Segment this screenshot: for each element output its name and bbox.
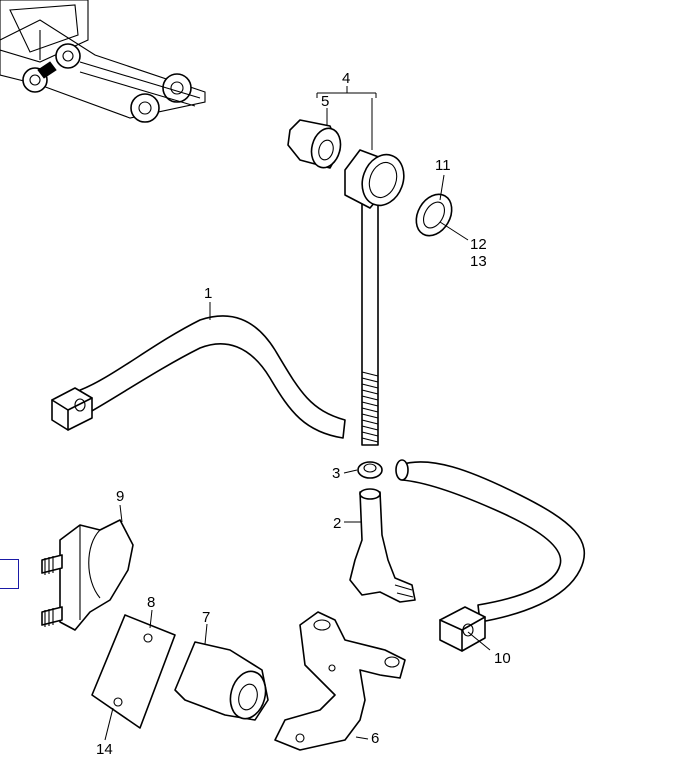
selection-box[interactable] (0, 559, 19, 589)
callout-14: 14 (96, 741, 113, 758)
callout-12: 12 (470, 236, 487, 253)
callout-8: 8 (147, 594, 156, 611)
link-rod (344, 149, 405, 446)
clamp-bracket (41, 519, 134, 631)
bushing-5 (287, 119, 342, 169)
ball-joint (349, 488, 416, 603)
plate (91, 614, 176, 729)
callout-13: 13 (470, 253, 487, 270)
truck-locator-thumbnail (0, 0, 206, 123)
callout-10: 10 (494, 650, 511, 667)
callout-2: 2 (333, 515, 342, 532)
callout-5: 5 (321, 93, 330, 110)
nut (357, 461, 383, 479)
callout-9: 9 (116, 488, 125, 505)
callout-4: 4 (342, 70, 351, 87)
callout-3: 3 (332, 465, 341, 482)
washer (415, 193, 453, 237)
callout-1: 1 (204, 285, 213, 302)
rubber-bushing (174, 641, 269, 721)
stabiliser-bar-right (395, 459, 586, 652)
mounting-bracket (274, 611, 406, 751)
callout-7: 7 (202, 609, 211, 626)
callout-11: 11 (435, 157, 451, 174)
stabiliser-bar-left (51, 315, 346, 439)
leader-lines (104, 86, 491, 741)
callout-6: 6 (371, 730, 380, 747)
